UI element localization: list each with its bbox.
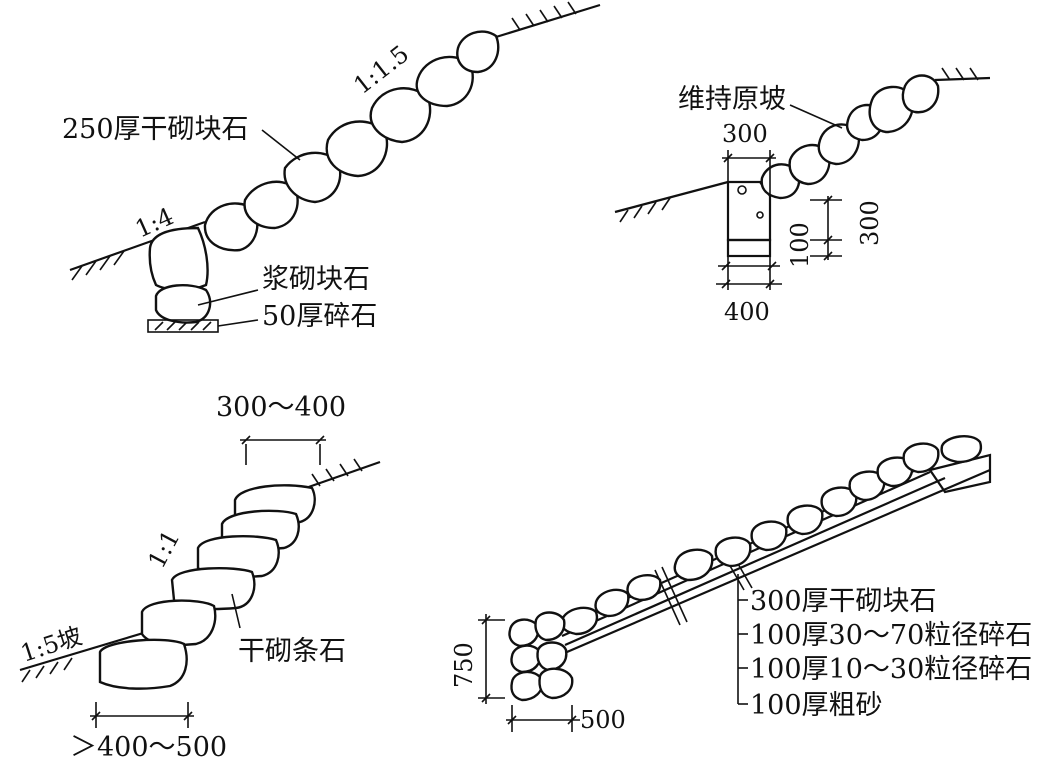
label-dressed-stone: 干砌条石 [238, 636, 346, 667]
dim-block-top: 300 [722, 120, 768, 148]
label-gravel: 50厚碎石 [262, 301, 377, 332]
layer-coarse-gravel: 100厚30～70粒径碎石 [750, 620, 1032, 651]
dim-toe-height: 750 [450, 642, 478, 688]
surface-rocks [560, 435, 983, 636]
dim-stone-base: ＞400～500 [70, 732, 227, 761]
ground-hatch [71, 250, 125, 281]
dry-stone-rocks [203, 30, 500, 252]
layer-coarse-sand: 100厚粗砂 [750, 690, 883, 721]
toe-rocks [508, 611, 574, 702]
dim-toe-width: 500 [580, 706, 626, 734]
slope-ratio: 1:1 [143, 526, 186, 573]
dim-block-height: 300 [856, 200, 884, 246]
dim-block-base: 100 [786, 222, 814, 268]
mortar-stone-toe [148, 226, 212, 324]
panel-bottom-left: 300～400 1:1 1:5坡 干砌条石 ＞400～500 [17, 392, 381, 761]
panel-top-right: 维持原坡 300 400 300 100 [614, 67, 991, 326]
panel-bottom-right: 300厚干砌块石 100厚30～70粒径碎石 100厚10～30粒径碎石 100… [450, 435, 1032, 734]
layer-fine-gravel: 100厚10～30粒径碎石 [750, 654, 1032, 685]
layer-dry-stone: 300厚干砌块石 [750, 586, 937, 617]
label-mortar-stone: 浆砌块石 [262, 264, 370, 295]
label-keep-slope: 维持原坡 [678, 84, 786, 115]
dim-stone-width: 300～400 [216, 392, 346, 423]
dressed-stones [98, 484, 316, 690]
label-dry-stone: 250厚干砌块石 [62, 114, 249, 145]
slope-rocks [760, 74, 940, 200]
dim-block-bottom: 400 [724, 298, 770, 326]
panel-top-left: 1:1.5 1:4 250厚干砌块石 浆砌块石 50厚碎石 [62, 1, 601, 333]
